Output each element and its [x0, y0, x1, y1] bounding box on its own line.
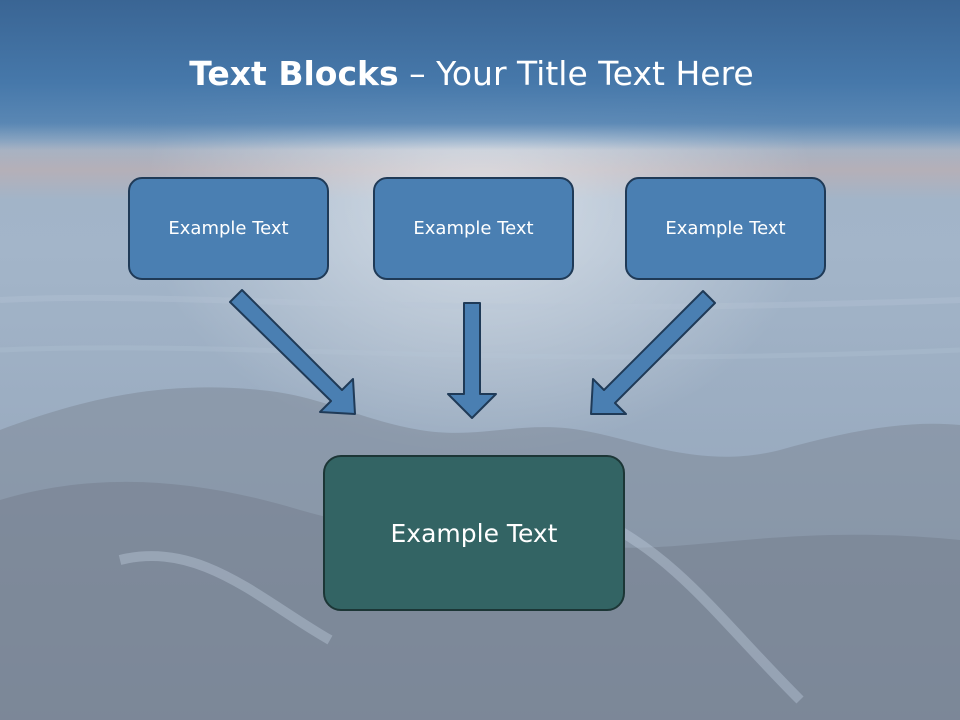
slide-title-bold: Text Blocks	[189, 54, 399, 93]
text-block-1[interactable]: Example Text	[128, 177, 329, 280]
slide-title: Text Blocks – Your Title Text Here	[0, 52, 943, 96]
target-text-block[interactable]: Example Text	[323, 455, 625, 611]
text-block-1-label: Example Text	[168, 218, 289, 239]
text-block-2[interactable]: Example Text	[373, 177, 574, 280]
slide-title-rest: – Your Title Text Here	[398, 54, 754, 93]
target-text-block-label: Example Text	[390, 518, 558, 548]
text-block-3-label: Example Text	[665, 218, 786, 239]
text-block-2-label: Example Text	[413, 218, 534, 239]
text-block-3[interactable]: Example Text	[625, 177, 826, 280]
title-band	[0, 0, 960, 150]
